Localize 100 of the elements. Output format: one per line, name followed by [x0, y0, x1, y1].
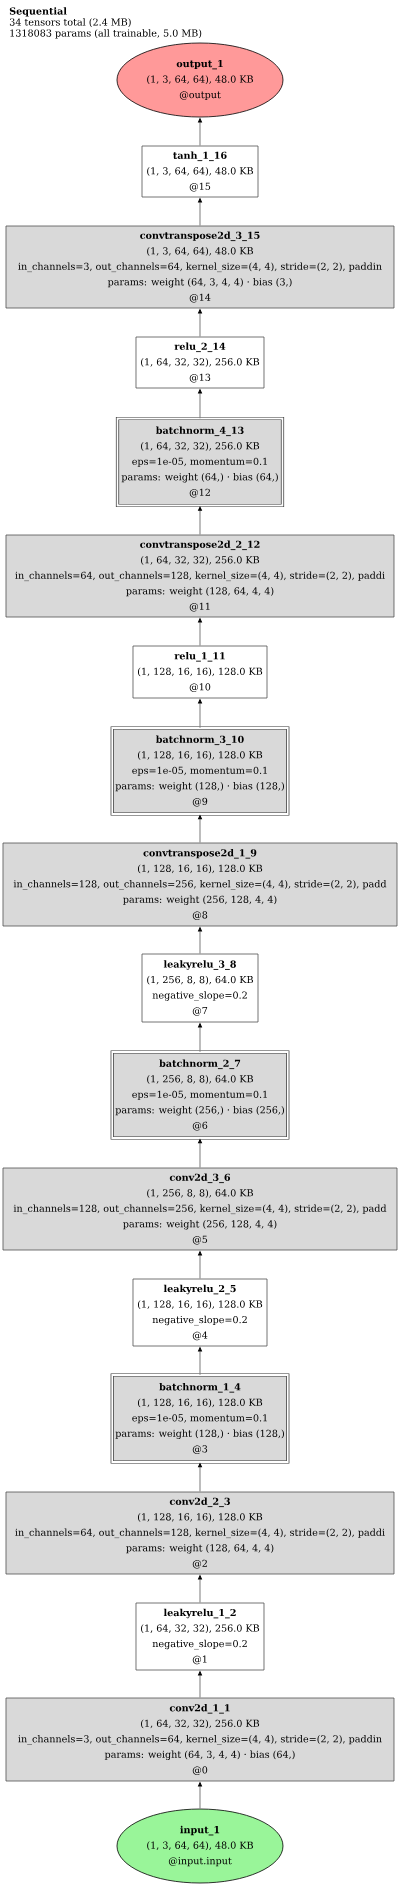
arrow	[198, 1575, 202, 1604]
index-label: @1	[192, 1655, 207, 1665]
arrow	[198, 1347, 202, 1376]
layer-details: in_channels=3, out_channels=64, kernel_size=(4, 4), stride=(2, 2), paddin	[18, 1735, 382, 1745]
index-label: @input.input	[168, 1857, 232, 1867]
index-label: @13	[189, 373, 211, 383]
layer-box	[135, 336, 265, 389]
layer-name: input_1	[180, 1825, 220, 1836]
layer-details: negative_slope=0.2	[152, 1315, 247, 1326]
tensor-size-text: (1, 256, 8, 8), 64.0 KB	[147, 1189, 253, 1198]
layer-box	[110, 1050, 290, 1140]
layer-box	[141, 953, 259, 1023]
layer-box	[5, 1491, 395, 1575]
index-label: @7	[192, 1007, 208, 1016]
layer-details: in_channels=3, out_channels=64, kernel_size=(4, 4), stride=(2, 2), paddin	[18, 262, 382, 273]
layer-details: in_channels=128, out_channels=256, kernel_size=(4, 4), stride=(2, 2), padd	[13, 880, 387, 890]
layer-name: batchnorm_1_4	[159, 1383, 241, 1393]
layer-box	[2, 1167, 398, 1251]
tensor-size-text: (1, 64, 32, 32), 256.0 KB	[141, 1624, 260, 1634]
layer-details: eps=1e-05, momentum=0.1	[132, 1090, 267, 1100]
index-label: @3	[192, 1445, 208, 1454]
layer-name: relu_2_14	[174, 342, 226, 353]
index-label: @14	[189, 293, 211, 303]
tensor-size-text: (1, 128, 16, 16), 128.0 KB	[138, 864, 263, 874]
layer-box	[141, 145, 259, 198]
arrow	[198, 927, 202, 955]
layer-box	[135, 1602, 265, 1671]
layer-box	[5, 534, 395, 618]
layer-name: batchnorm_4_13	[156, 426, 244, 437]
arrow	[198, 1139, 202, 1169]
arrow	[198, 1463, 202, 1493]
tensor-size-text: (1, 64, 32, 32), 256.0 KB	[141, 556, 260, 565]
layer-name: convtranspose2d_1_9	[143, 849, 257, 859]
index-label: @12	[189, 488, 210, 498]
tensor-size-text: (1, 3, 64, 64), 48.0 KB	[147, 75, 253, 85]
layer-details: params: weight (64, 3, 4, 4) · bias (64,)	[104, 1750, 295, 1760]
arrow	[198, 118, 202, 147]
arrow	[198, 506, 202, 536]
index-label: @2	[192, 1559, 207, 1569]
layer-details: params: weight (128, 64, 4, 4)	[126, 1544, 274, 1554]
layer-name: conv2d_1_1	[169, 1704, 230, 1714]
layer-details: params: weight (64,) · bias (64,)	[121, 473, 278, 483]
tensor-size-text: (1, 64, 32, 32), 256.0 KB	[141, 358, 260, 367]
terminal-ellipse	[116, 1808, 284, 1884]
tensor-size-text: (1, 128, 16, 16), 128.0 KB	[138, 1513, 263, 1522]
layer-details: params: weight (256, 128, 4, 4)	[123, 895, 277, 905]
index-label: @4	[192, 1331, 208, 1341]
index-label: @output	[179, 91, 221, 101]
index-label: @10	[189, 683, 211, 692]
layer-details: eps=1e-05, momentum=0.1	[132, 1414, 267, 1424]
layer-details: in_channels=64, out_channels=128, kernel_size=(4, 4), stride=(2, 2), paddi	[15, 1528, 385, 1539]
title: Sequential	[9, 7, 67, 17]
tensor-size-text: (1, 256, 8, 8), 64.0 KB	[147, 1075, 253, 1084]
layer-details: params: weight (64, 3, 4, 4) · bias (3,)	[107, 278, 292, 288]
index-label: @15	[189, 182, 211, 192]
layer-box	[110, 1373, 290, 1464]
tensor-size-text: (1, 128, 16, 16), 128.0 KB	[138, 751, 263, 760]
layer-box	[115, 416, 285, 508]
index-label: @9	[192, 797, 208, 807]
arrow	[198, 389, 202, 419]
layer-name: leakyrelu_1_2	[163, 1608, 236, 1619]
tensor-size-text: (1, 3, 64, 64), 48.0 KB	[147, 167, 253, 176]
summary-text: 34 tensors total (2.4 MB)	[9, 18, 131, 27]
summary-text: 1318083 params (all trainable, 5.0 MB)	[10, 29, 202, 39]
layer-box	[132, 645, 268, 699]
layer-name: convtranspose2d_2_12	[140, 540, 260, 551]
layer-details: params: weight (256,) · bias (256,)	[115, 1106, 284, 1116]
index-label: @5	[192, 1235, 208, 1245]
layer-name: conv2d_3_6	[169, 1173, 231, 1184]
layer-box	[5, 225, 395, 309]
arrow	[198, 1782, 202, 1810]
layer-details: params: weight (128,) · bias (128,)	[115, 782, 284, 792]
terminal-ellipse	[116, 42, 284, 118]
layer-details: params: weight (128, 64, 4, 4)	[126, 587, 274, 597]
arrow	[198, 1671, 202, 1699]
layer-name: batchnorm_2_7	[159, 1059, 241, 1070]
layer-details: in_channels=64, out_channels=128, kernel_size=(4, 4), stride=(2, 2), paddi	[15, 571, 385, 582]
layer-details: negative_slope=0.2	[152, 991, 247, 1001]
tensor-size-text: (1, 256, 8, 8), 64.0 KB	[147, 975, 253, 985]
index-label: @0	[192, 1766, 208, 1775]
layer-box	[110, 726, 290, 816]
layer-box	[2, 842, 398, 927]
index-label: @6	[192, 1121, 208, 1131]
tensor-size-text: (1, 128, 16, 16), 128.0 KB	[138, 1300, 263, 1310]
layer-name: convtranspose2d_3_15	[140, 231, 260, 242]
layer-box	[5, 1697, 395, 1782]
layer-name: relu_1_11	[174, 652, 225, 662]
tensor-size-text: (1, 64, 32, 32), 256.0 KB	[141, 442, 260, 451]
arrow	[198, 618, 202, 647]
index-label: @11	[189, 602, 210, 612]
tensor-size-text: (1, 128, 16, 16), 128.0 KB	[138, 1398, 263, 1408]
layer-details: eps=1e-05, momentum=0.1	[132, 457, 267, 467]
tensor-size-text: (1, 128, 16, 16), 128.0 KB	[138, 667, 263, 677]
layer-details: params: weight (128,) · bias (128,)	[115, 1429, 284, 1439]
layer-name: leakyrelu_3_8	[163, 960, 236, 970]
layer-details: in_channels=128, out_channels=256, kernel_size=(4, 4), stride=(2, 2), padd	[13, 1204, 387, 1215]
index-label: @8	[192, 911, 208, 920]
layer-name: conv2d_2_3	[169, 1497, 230, 1508]
tensor-size-text: (1, 3, 64, 64), 48.0 KB	[147, 247, 253, 256]
layer-details: eps=1e-05, momentum=0.1	[132, 766, 267, 776]
